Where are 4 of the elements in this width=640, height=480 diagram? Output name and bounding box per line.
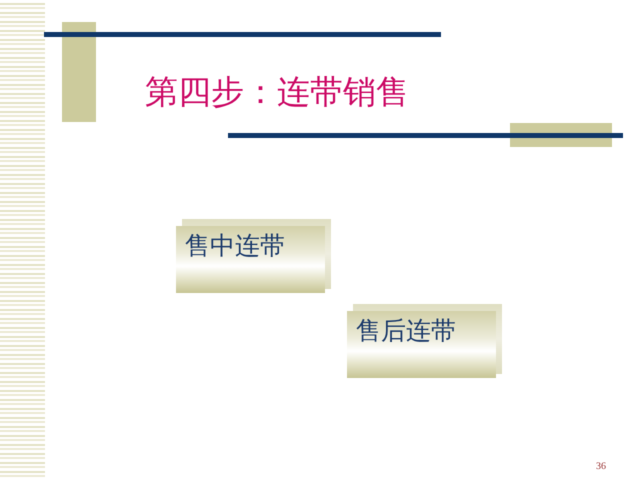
- slide-title: 第四步：连带销售: [145, 73, 409, 111]
- page-number: 36: [596, 461, 606, 472]
- text-box: 售后连带: [347, 304, 502, 378]
- text-box: 售中连带: [176, 219, 331, 293]
